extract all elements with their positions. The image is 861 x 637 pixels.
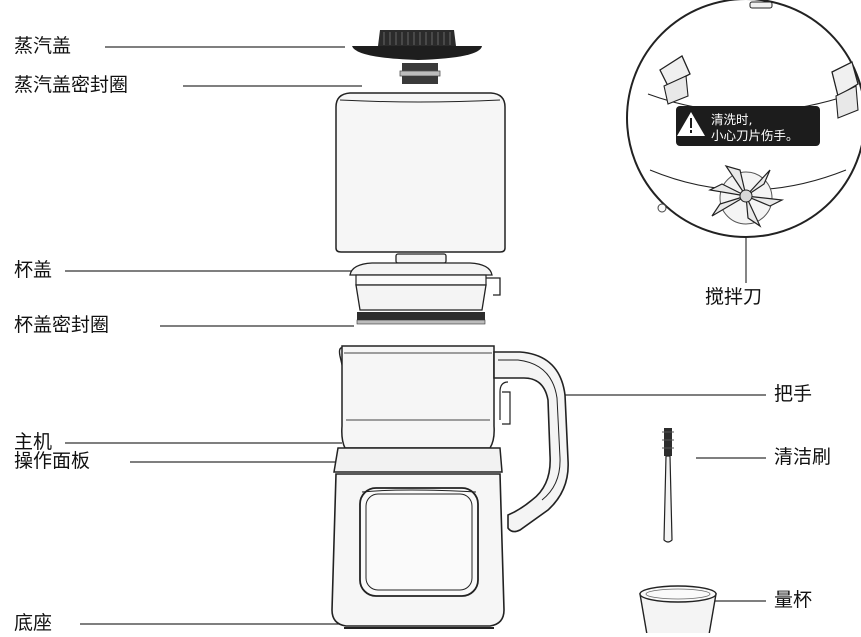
label-steam-lid-seal: 蒸汽盖密封圈 xyxy=(14,76,128,95)
brush-drawing xyxy=(662,428,674,542)
jug-drawing xyxy=(334,346,502,472)
cup-lid-seal-drawing xyxy=(357,312,485,324)
label-steam-lid: 蒸汽盖 xyxy=(14,37,71,56)
label-blade: 搅拌刀 xyxy=(705,288,762,307)
label-cup-lid-seal: 杯盖密封圈 xyxy=(14,316,109,335)
warning-text-line2: 小心刀片伤手。 xyxy=(711,128,799,143)
measuring-cup-drawing xyxy=(640,586,716,633)
blade-detail-drawing: 清洗时, 小心刀片伤手。 xyxy=(627,0,861,237)
steam-lid-drawing xyxy=(352,30,482,60)
label-measuring-cup: 量杯 xyxy=(774,591,812,610)
label-handle: 把手 xyxy=(774,385,812,404)
label-brush: 清洁刷 xyxy=(774,448,831,467)
base-drawing xyxy=(332,474,504,628)
steam-lid-seal-drawing xyxy=(400,63,440,84)
label-cup-lid: 杯盖 xyxy=(14,261,52,280)
handle-drawing xyxy=(494,352,568,532)
steam-chamber-drawing xyxy=(336,93,505,252)
label-base: 底座 xyxy=(14,614,52,633)
warning-text-line1: 清洗时, xyxy=(711,112,752,127)
label-control-panel: 操作面板 xyxy=(14,452,90,471)
cup-lid-drawing xyxy=(350,254,500,310)
